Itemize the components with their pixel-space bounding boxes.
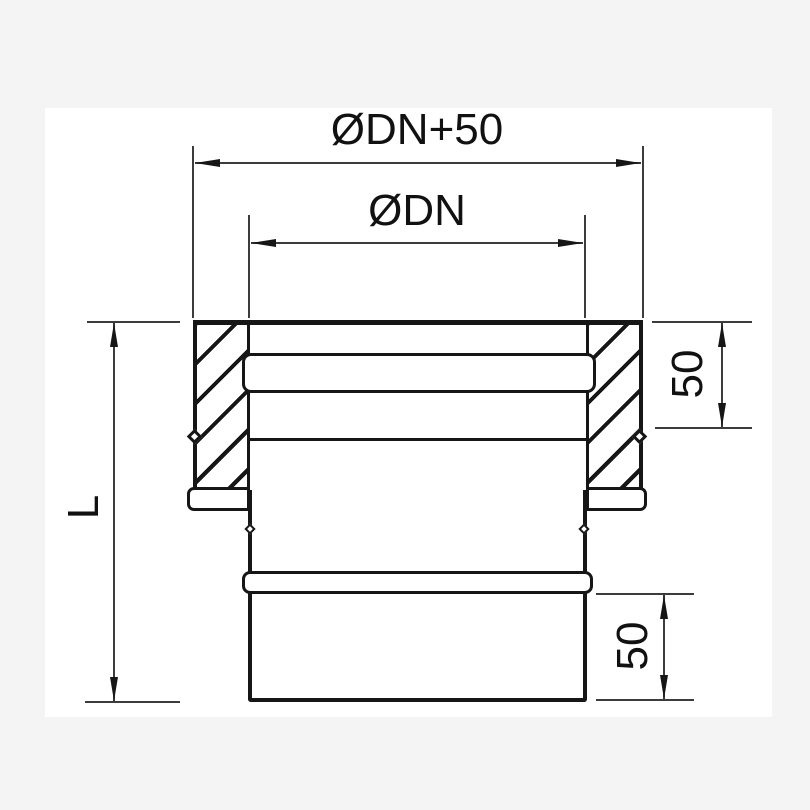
extension-line-inner-right xyxy=(584,215,586,318)
collar-flange-right xyxy=(586,487,647,511)
extension-line-lower50-bottom xyxy=(596,699,694,701)
dim-label-total-length: L xyxy=(59,494,108,520)
dim-arrow-down-icon xyxy=(660,675,668,699)
dim-arrow-up-icon xyxy=(660,595,668,619)
extension-line-lower50-top xyxy=(596,593,694,595)
dim-label-lower-depth: 50 xyxy=(608,621,657,671)
dimension-line-length xyxy=(113,323,115,701)
extension-line-upper50-top xyxy=(652,321,752,323)
dimension-line-inner-diameter xyxy=(251,242,583,244)
dim-label-outer-diameter: ØDN+50 xyxy=(330,105,504,154)
extension-line-inner-left xyxy=(248,215,250,318)
collar-flange-left xyxy=(187,487,250,511)
dim-arrow-right-icon xyxy=(616,159,641,167)
dim-arrow-down-icon xyxy=(110,677,118,701)
dimension-line-upper-depth xyxy=(721,323,723,427)
dim-label-inner-diameter: ØDN xyxy=(368,186,466,235)
socket-wall-right-hatched xyxy=(586,320,643,488)
socket-top-edge xyxy=(193,320,643,325)
spigot-bead-ring xyxy=(242,571,593,594)
dim-label-upper-depth: 50 xyxy=(663,349,712,399)
spigot-pipe-outline xyxy=(248,490,587,702)
dim-arrow-up-icon xyxy=(110,323,118,347)
socket-wall-left-hatched xyxy=(193,320,250,488)
extension-line-length-top xyxy=(87,321,180,323)
dim-arrow-left-icon xyxy=(195,159,220,167)
socket-inner-edge-line xyxy=(248,438,588,441)
dimension-line-lower-depth xyxy=(663,595,665,699)
extension-line-outer-right xyxy=(642,146,644,318)
extension-line-upper50-bottom xyxy=(655,427,752,429)
socket-bead-ring xyxy=(242,353,596,393)
dim-arrow-up-icon xyxy=(718,323,726,347)
dimension-line-outer-diameter xyxy=(195,162,641,164)
drawing-paper xyxy=(45,108,772,717)
extension-line-length-bottom xyxy=(85,701,180,703)
dim-arrow-left-icon xyxy=(251,239,276,247)
dim-arrow-down-icon xyxy=(718,403,726,427)
dim-arrow-right-icon xyxy=(558,239,583,247)
extension-line-outer-left xyxy=(192,146,194,318)
